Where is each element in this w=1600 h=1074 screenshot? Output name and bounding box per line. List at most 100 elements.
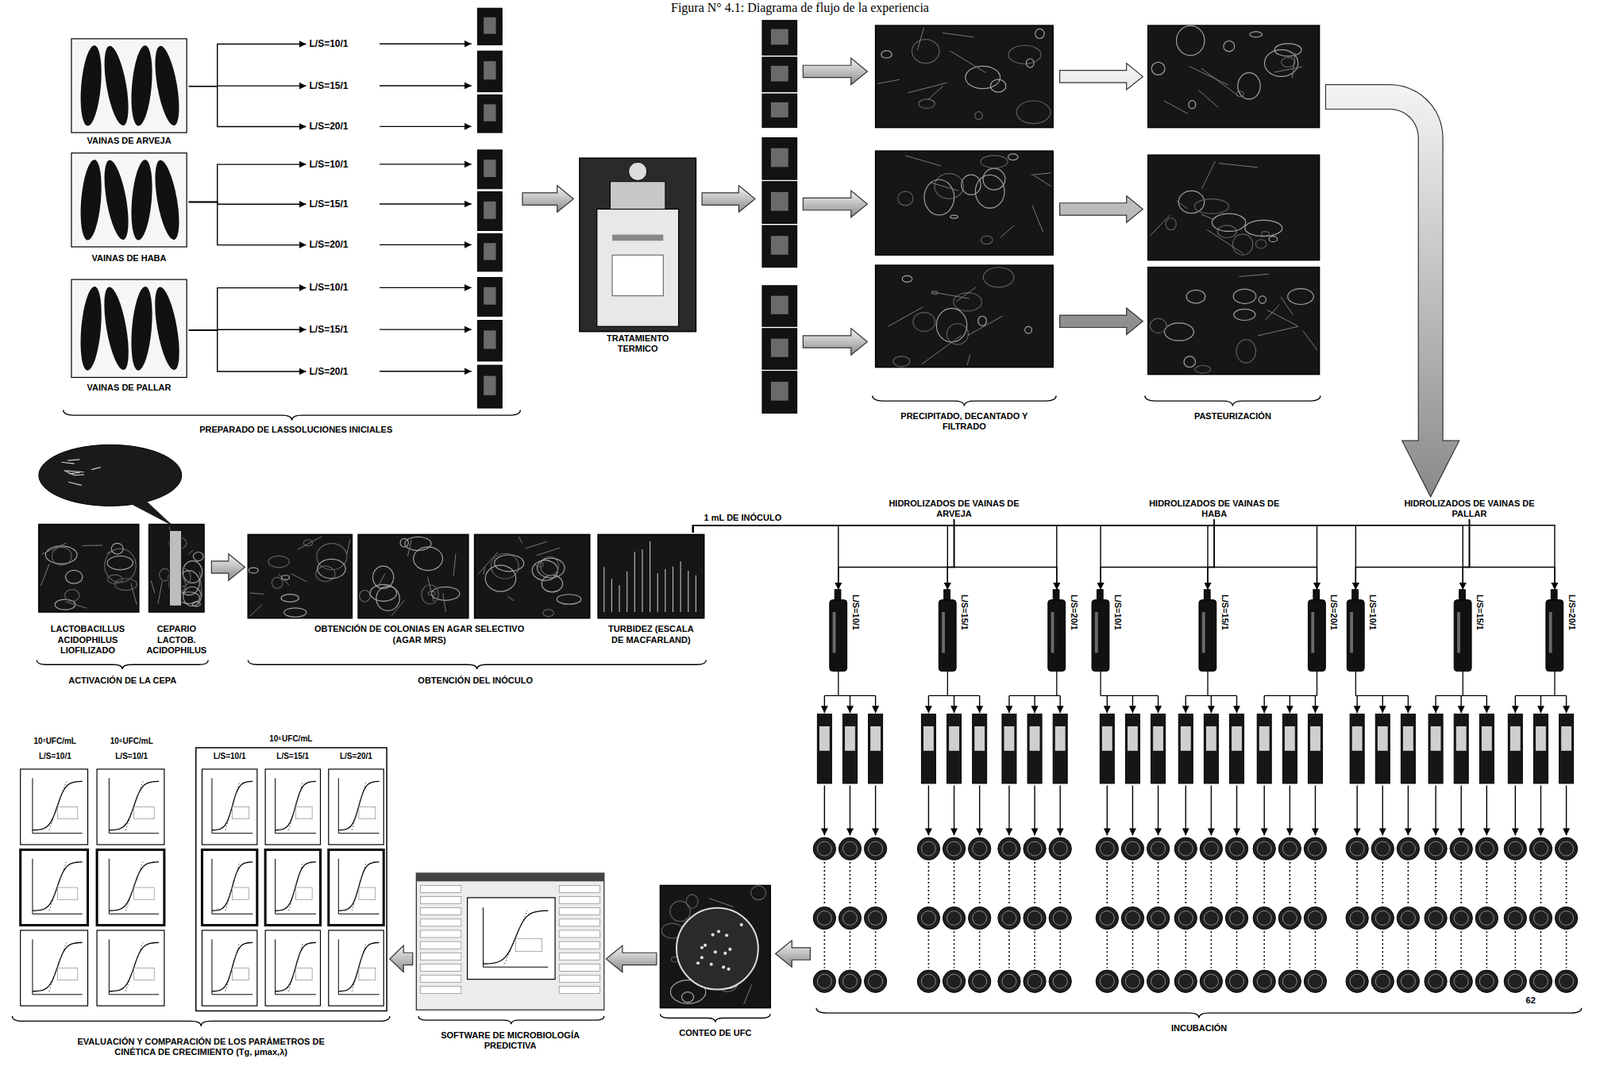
ratio-label: L/S=10/1 [306, 37, 352, 51]
photo-detail [978, 316, 987, 326]
colony-dot [700, 946, 704, 950]
photo-detail [200, 571, 203, 596]
chart-legend-box [295, 968, 313, 981]
photo-detail [291, 574, 308, 583]
petri-dish-rim [1400, 974, 1415, 989]
photo [358, 534, 469, 618]
flow-connector [188, 164, 307, 202]
photo-detail [881, 50, 892, 58]
chart-axis [108, 778, 159, 833]
petri-dish-rim [972, 911, 987, 926]
photo-detail [1232, 234, 1253, 255]
tube-label-strip [1403, 726, 1414, 752]
petri-dish-rim [1375, 974, 1390, 989]
photo-detail [507, 596, 514, 602]
growth-curve [32, 862, 83, 911]
petri-dish [1396, 970, 1419, 993]
flow-arrow [379, 43, 472, 45]
growth-chart [96, 930, 165, 1007]
bottle-highlight [1349, 612, 1354, 653]
culture-tube [842, 714, 857, 784]
ratio-label: L/S=15/1 [306, 197, 352, 211]
dotted-continuation [928, 862, 930, 906]
tangent-line [49, 781, 67, 831]
hydrolysate-bottle: L/S=20/1 [1306, 589, 1340, 672]
tube-label-strip [1102, 726, 1113, 752]
photo-detail [1188, 100, 1196, 109]
growth-curve [275, 781, 317, 830]
block-arrow [775, 940, 811, 968]
photo-detail [1149, 215, 1170, 236]
photo-detail [913, 312, 936, 332]
photo-detail [983, 267, 1014, 288]
dotted-continuation [824, 931, 826, 968]
petri-dish [813, 837, 836, 860]
photo [875, 265, 1054, 368]
photo-detail [1149, 318, 1167, 333]
tube-label-strip [1231, 726, 1242, 752]
petri-dish [1554, 906, 1577, 930]
software-field [559, 930, 600, 938]
petri-dish [998, 837, 1021, 860]
photo-detail [427, 577, 434, 602]
photo-detail [278, 574, 290, 586]
photo-detail [1000, 225, 1015, 239]
petri-dish-rim [1479, 841, 1494, 856]
flow-connector [188, 330, 307, 372]
photo [875, 150, 1054, 255]
turbidity-tube [657, 573, 659, 613]
flow-connector [693, 525, 1357, 590]
hydrolysate-bottle: L/S=20/1 [1545, 589, 1578, 672]
dotted-continuation [928, 931, 930, 968]
process-step: LACTOBACILLUS ACIDOPHILUS LIOFILIZADO [34, 522, 142, 656]
flow-arrow [1236, 695, 1238, 714]
dotted-continuation [1263, 862, 1265, 906]
tube-photo [762, 225, 798, 268]
block-arrow [701, 185, 756, 213]
petri-dish-rim [1203, 974, 1219, 989]
petri-dish [1095, 970, 1119, 993]
culture-tube [1559, 714, 1574, 784]
flow-arrow [379, 328, 472, 330]
software-field [559, 897, 600, 905]
bottle-highlight [1549, 612, 1553, 653]
petri-dish-rim [1203, 911, 1219, 926]
petri-dish-rim [1151, 974, 1166, 989]
growth-curve [108, 942, 159, 991]
growth-chart [265, 849, 320, 926]
petri-dish [1174, 837, 1197, 860]
growth-curve [275, 942, 317, 991]
block-arrow [522, 185, 574, 213]
chart-axis [32, 859, 83, 914]
pea-pod [150, 44, 184, 128]
colony-dot [703, 944, 707, 948]
turbidity-tube [664, 569, 666, 613]
petri-dish-rim [1349, 841, 1365, 856]
photo-detail [188, 550, 193, 555]
flow-arrow [1008, 695, 1010, 714]
photo-detail [518, 536, 522, 544]
process-step: TURBIDEZ (ESCALA DE MACFARLAND) [595, 532, 706, 646]
petri-dish-rim [1256, 841, 1272, 856]
photo-detail [281, 594, 299, 603]
petri-dish [1371, 906, 1394, 930]
growth-curve [338, 781, 379, 830]
tube-photo [477, 365, 502, 409]
group-bracket [36, 659, 209, 670]
process-step: CONTEO DE UFC [658, 883, 773, 1040]
split-line [947, 671, 949, 697]
turbidity-tube [672, 566, 674, 613]
tube-detail [771, 339, 789, 358]
petri-dish-rim [842, 911, 857, 926]
photo-detail [346, 539, 351, 554]
turbidity-tube [680, 561, 682, 613]
photo-detail [271, 577, 283, 589]
petri-dish-rim [1282, 974, 1297, 989]
photo-detail [1025, 326, 1033, 334]
culture-tube [1256, 714, 1272, 784]
flow-arrow [1264, 695, 1265, 714]
photo-detail [131, 583, 137, 606]
photo-detail [556, 594, 581, 605]
photo-detail [1238, 273, 1269, 277]
petri-dish-rim [1027, 911, 1042, 926]
